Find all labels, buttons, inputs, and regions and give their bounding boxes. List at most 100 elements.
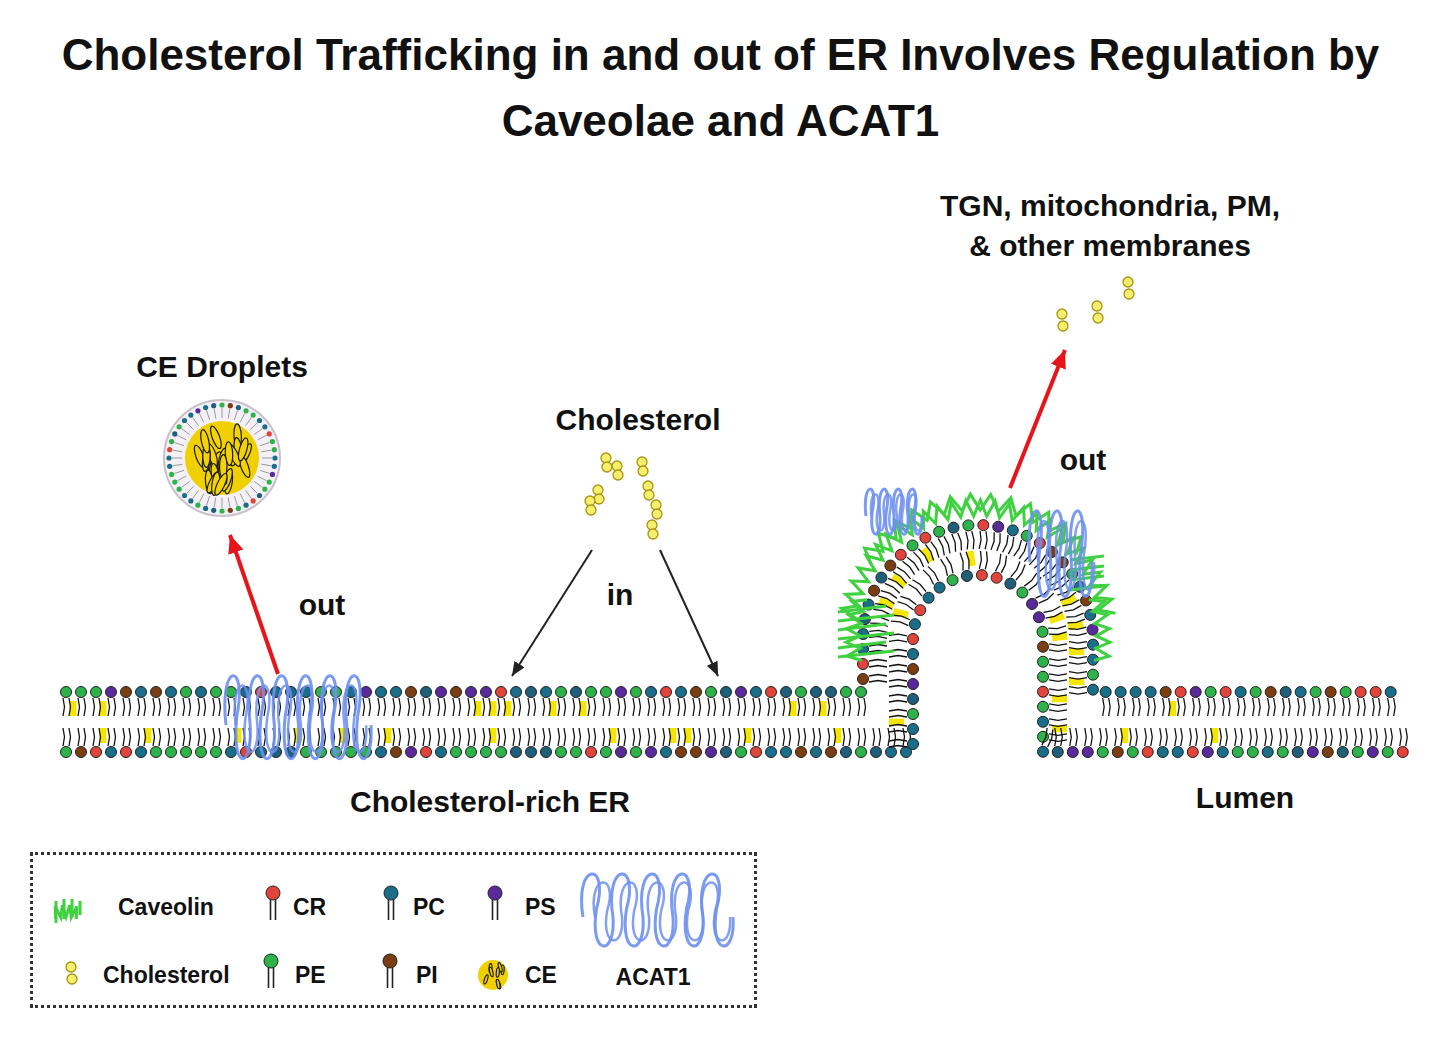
lipid-head [947, 575, 958, 586]
lipid-head [91, 687, 102, 698]
lipid-head [948, 522, 959, 533]
lipid-head [391, 747, 402, 758]
lipid-tail [459, 698, 461, 716]
lipid-tail [228, 728, 230, 746]
lipid-tail [1062, 600, 1079, 606]
lipid-head [841, 687, 852, 698]
lipid-tail [187, 486, 194, 493]
lipid-tail [1136, 728, 1138, 746]
membrane-cholesterol [1068, 624, 1083, 627]
lipid-tail [869, 630, 887, 632]
lipid-tail [991, 532, 994, 550]
lipid-head [1038, 656, 1049, 667]
lipid-tail [399, 698, 401, 716]
lipid-tail [873, 609, 890, 615]
lipid-tail [648, 698, 650, 716]
lipid-head [631, 747, 642, 758]
caveolin-protein [56, 899, 80, 923]
flow-arrow [1010, 350, 1065, 488]
lipid-tail [678, 698, 680, 716]
lipid-tail [1253, 698, 1255, 716]
lipid-head [871, 747, 882, 758]
lipid-tail [858, 698, 860, 716]
lipid-head [376, 687, 387, 698]
lipid-tail [173, 464, 183, 466]
lipid-head [1310, 687, 1321, 698]
lipid-head [451, 747, 462, 758]
lipid-tail [1376, 728, 1378, 746]
lipid-head [923, 592, 934, 603]
lipid-tail [1289, 698, 1291, 716]
lipid-tail [1042, 728, 1047, 745]
lipid-head [1262, 747, 1273, 758]
lipid-tail [708, 698, 710, 716]
caveolin-protein [838, 651, 894, 657]
lipid-head [166, 455, 171, 460]
lipid-head [181, 687, 192, 698]
lipid-head [91, 747, 102, 758]
lipid-head [391, 687, 402, 698]
lipid-head [272, 464, 277, 469]
acat1-protein [865, 489, 922, 534]
lipid-tail [246, 418, 252, 426]
lipid-head [1205, 687, 1216, 698]
lipid-tail [1130, 728, 1132, 746]
caveolin-protein [1089, 600, 1110, 661]
lipid-tail [187, 423, 194, 430]
lipid-tail [240, 413, 245, 422]
lipid-tail [183, 698, 185, 716]
membrane-cholesterol [893, 611, 908, 615]
lipid-head [631, 687, 642, 698]
lipid-head [1038, 716, 1049, 727]
lipid-head [1232, 747, 1243, 758]
lipid-tail [114, 698, 116, 716]
lipid-head [811, 747, 822, 758]
node-heading: Cholesterol [555, 400, 720, 440]
lipid-head [466, 747, 477, 758]
lipid-head [909, 619, 920, 630]
lipid-head [481, 687, 492, 698]
lipid-head [976, 570, 987, 581]
lipid-head [886, 747, 897, 758]
lipid-head [556, 747, 567, 758]
lipid-tail [153, 698, 155, 716]
lipid-tail [483, 698, 485, 716]
lipid-tail [893, 572, 907, 584]
lipid-tail [444, 698, 446, 716]
lipid-head [262, 424, 267, 429]
lipid-tail [1328, 698, 1330, 716]
lipid-tail [759, 698, 761, 716]
lipid-tail [654, 698, 656, 716]
lipid-head [1352, 747, 1363, 758]
lipid-tail [513, 698, 515, 716]
lipid-tail [834, 728, 836, 746]
lipid-tail [177, 435, 186, 440]
lipid-tail [1271, 728, 1273, 746]
lipid-tail [549, 728, 551, 746]
lipid-tail [138, 698, 140, 716]
lipid-head [196, 687, 207, 698]
lipid-tail [639, 698, 641, 716]
lipid-tail [429, 728, 431, 746]
lipid-tail [1283, 698, 1285, 716]
lipid-tail [738, 728, 740, 746]
lipid-tail [234, 496, 237, 506]
lipid-tail [378, 728, 380, 746]
lipid-tail [912, 580, 926, 592]
lipid-head [736, 747, 747, 758]
lipid-tail [579, 698, 581, 716]
lipid-head [908, 694, 919, 705]
lipid-head [167, 464, 172, 469]
lipid-head [272, 455, 277, 460]
lipid-tail [1069, 678, 1087, 680]
lipid-tail [414, 698, 416, 716]
lipid-head [236, 405, 241, 410]
lipid-tail [258, 435, 267, 440]
lipid-head [601, 747, 612, 758]
lipid-tail [889, 686, 907, 688]
lipid-tail [1148, 698, 1150, 716]
lipid-tail [1169, 698, 1171, 716]
lipid-tail [144, 698, 146, 716]
lipid-tail [558, 698, 560, 716]
lipid-head [1250, 687, 1261, 698]
